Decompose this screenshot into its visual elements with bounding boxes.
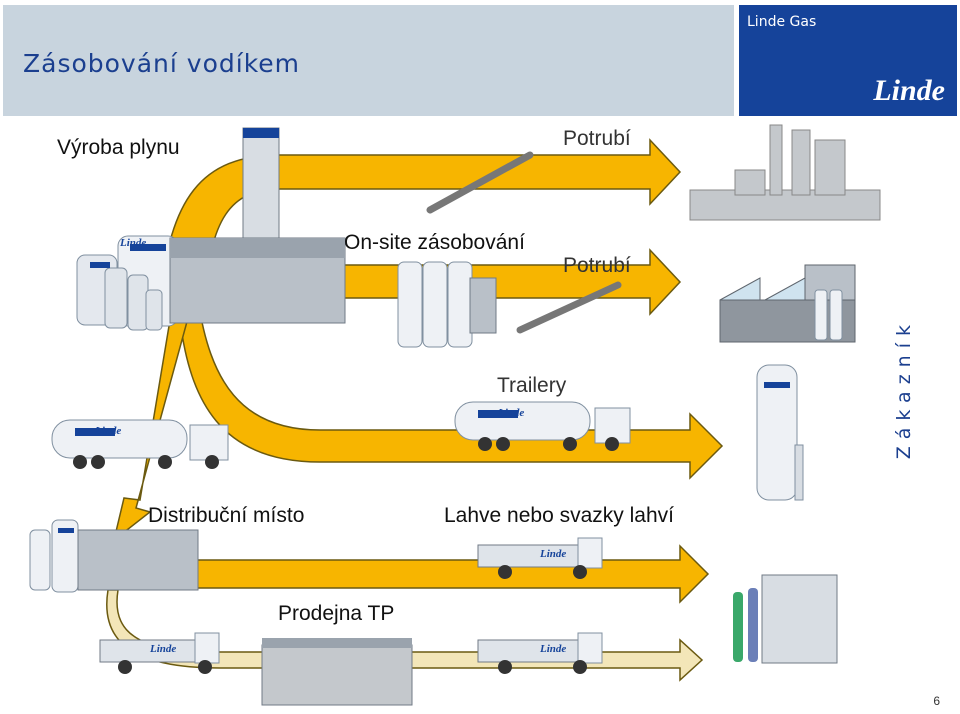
truck-brand-text: Linde (119, 237, 146, 249)
tanker-truck-left (51, 419, 229, 469)
label-trailers: Trailery (497, 374, 567, 397)
truck-brand-text: Linde (497, 407, 524, 419)
flatbed-truck-shop-left (99, 632, 220, 674)
truck-brand-text: Linde (149, 643, 176, 655)
factory-silhouette (689, 124, 881, 221)
brand-name: Linde Gas (747, 14, 817, 30)
label-customer: Zákazník (893, 318, 915, 460)
label-cylinders: Lahve nebo svazky lahví (444, 504, 674, 527)
truck-brand-text: Linde (539, 643, 566, 655)
linde-logo: Linde (873, 74, 945, 107)
arrow-pipeline-top (159, 138, 682, 301)
header: Zásobování vodíkem Linde Gas Linde (0, 0, 960, 116)
label-production: Výroba plynu (57, 136, 180, 159)
gas-shop (261, 638, 413, 706)
flatbed-truck-shop-right (477, 632, 603, 674)
label-onsite: On-site zásobování (344, 231, 525, 254)
customer-tank (756, 364, 804, 501)
flatbed-truck-cylinders (477, 537, 603, 579)
customer-building (719, 264, 856, 343)
page-title: Zásobování vodíkem (23, 49, 301, 78)
tanker-truck-trailers (454, 401, 631, 451)
production-plant (169, 127, 346, 324)
onsite-tanks (397, 261, 497, 348)
cylinder-bundles (733, 574, 838, 664)
production-tanks (76, 235, 179, 331)
brand-panel: Linde Gas Linde (739, 5, 957, 116)
label-pipeline-mid: Potrubí (563, 254, 631, 277)
distribution-site (29, 519, 199, 593)
label-shop: Prodejna TP (278, 602, 395, 625)
truck-brand-text: Linde (539, 548, 566, 560)
page-number: 6 (933, 694, 940, 708)
truck-brand-text: Linde (94, 425, 121, 437)
label-pipeline-top: Potrubí (563, 127, 631, 150)
pipes (426, 151, 622, 334)
label-distribution: Distribuční místo (148, 504, 305, 527)
title-band: Zásobování vodíkem (3, 5, 734, 116)
arrow-distribution (112, 317, 190, 542)
